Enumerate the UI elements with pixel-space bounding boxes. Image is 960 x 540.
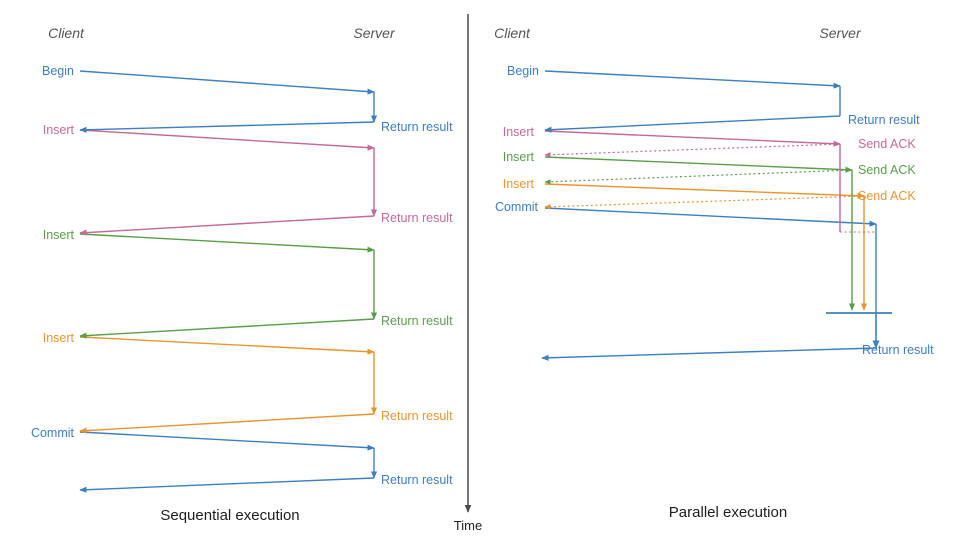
time-axis: Time: [454, 14, 482, 533]
time-axis-layer: Time: [454, 14, 482, 533]
final-response-arrow: [541, 347, 877, 361]
client-msg-label-1: Insert: [43, 123, 75, 137]
client-msg-label-4: Commit: [31, 426, 75, 440]
server-msg-label-0: Return result: [381, 120, 453, 134]
server-msg-label-1: Send ACK: [858, 137, 916, 151]
response-arrow-4: [79, 477, 375, 493]
time-axis-label: Time: [454, 518, 482, 533]
first-response-arrow: [544, 115, 841, 133]
server-msg-label-4: Return result: [381, 473, 453, 487]
client-msg-label-3: Insert: [503, 177, 535, 191]
request-arrow-2: [544, 156, 853, 173]
client-msg-label-2: Insert: [503, 150, 535, 164]
request-arrow-3: [544, 183, 865, 199]
server-msg-label-0: Return result: [848, 113, 920, 127]
request-arrow-3: [79, 336, 375, 355]
lane-title-client: Client: [48, 25, 85, 41]
ack-arrow-0: [544, 143, 841, 158]
client-msg-label-0: Begin: [507, 64, 539, 78]
client-msg-label-0: Begin: [42, 64, 74, 78]
response-arrow-0: [79, 121, 375, 133]
server-msg-label-1: Return result: [381, 211, 453, 225]
request-arrow-1: [79, 129, 375, 151]
request-arrow-4: [544, 207, 877, 227]
server-msg-label-2: Send ACK: [858, 163, 916, 177]
ack-arrow-2: [544, 195, 865, 210]
request-arrow-0: [544, 70, 841, 89]
lane-title-server: Server: [819, 25, 862, 41]
client-msg-label-2: Insert: [43, 228, 75, 242]
ack-arrow-1: [544, 169, 853, 185]
client-msg-label-1: Insert: [503, 125, 535, 139]
request-arrow-2: [79, 233, 375, 253]
response-arrow-1: [79, 215, 375, 236]
response-arrow-3: [79, 413, 375, 434]
server-msg-label-3: Send ACK: [858, 189, 916, 203]
response-arrow-2: [79, 318, 375, 339]
lane-title-server: Server: [353, 25, 396, 41]
server-msg-label-3: Return result: [381, 409, 453, 423]
lane-title-client: Client: [494, 25, 531, 41]
request-arrow-1: [544, 130, 841, 147]
panel-caption: Parallel execution: [669, 504, 787, 521]
client-msg-label-4: Commit: [495, 200, 539, 214]
request-arrow-0: [79, 70, 375, 95]
panel-caption: Sequential execution: [160, 507, 299, 524]
client-msg-label-3: Insert: [43, 331, 75, 345]
server-msg-label-4: Return result: [862, 343, 934, 357]
server-msg-label-2: Return result: [381, 314, 453, 328]
request-arrow-4: [79, 431, 375, 451]
